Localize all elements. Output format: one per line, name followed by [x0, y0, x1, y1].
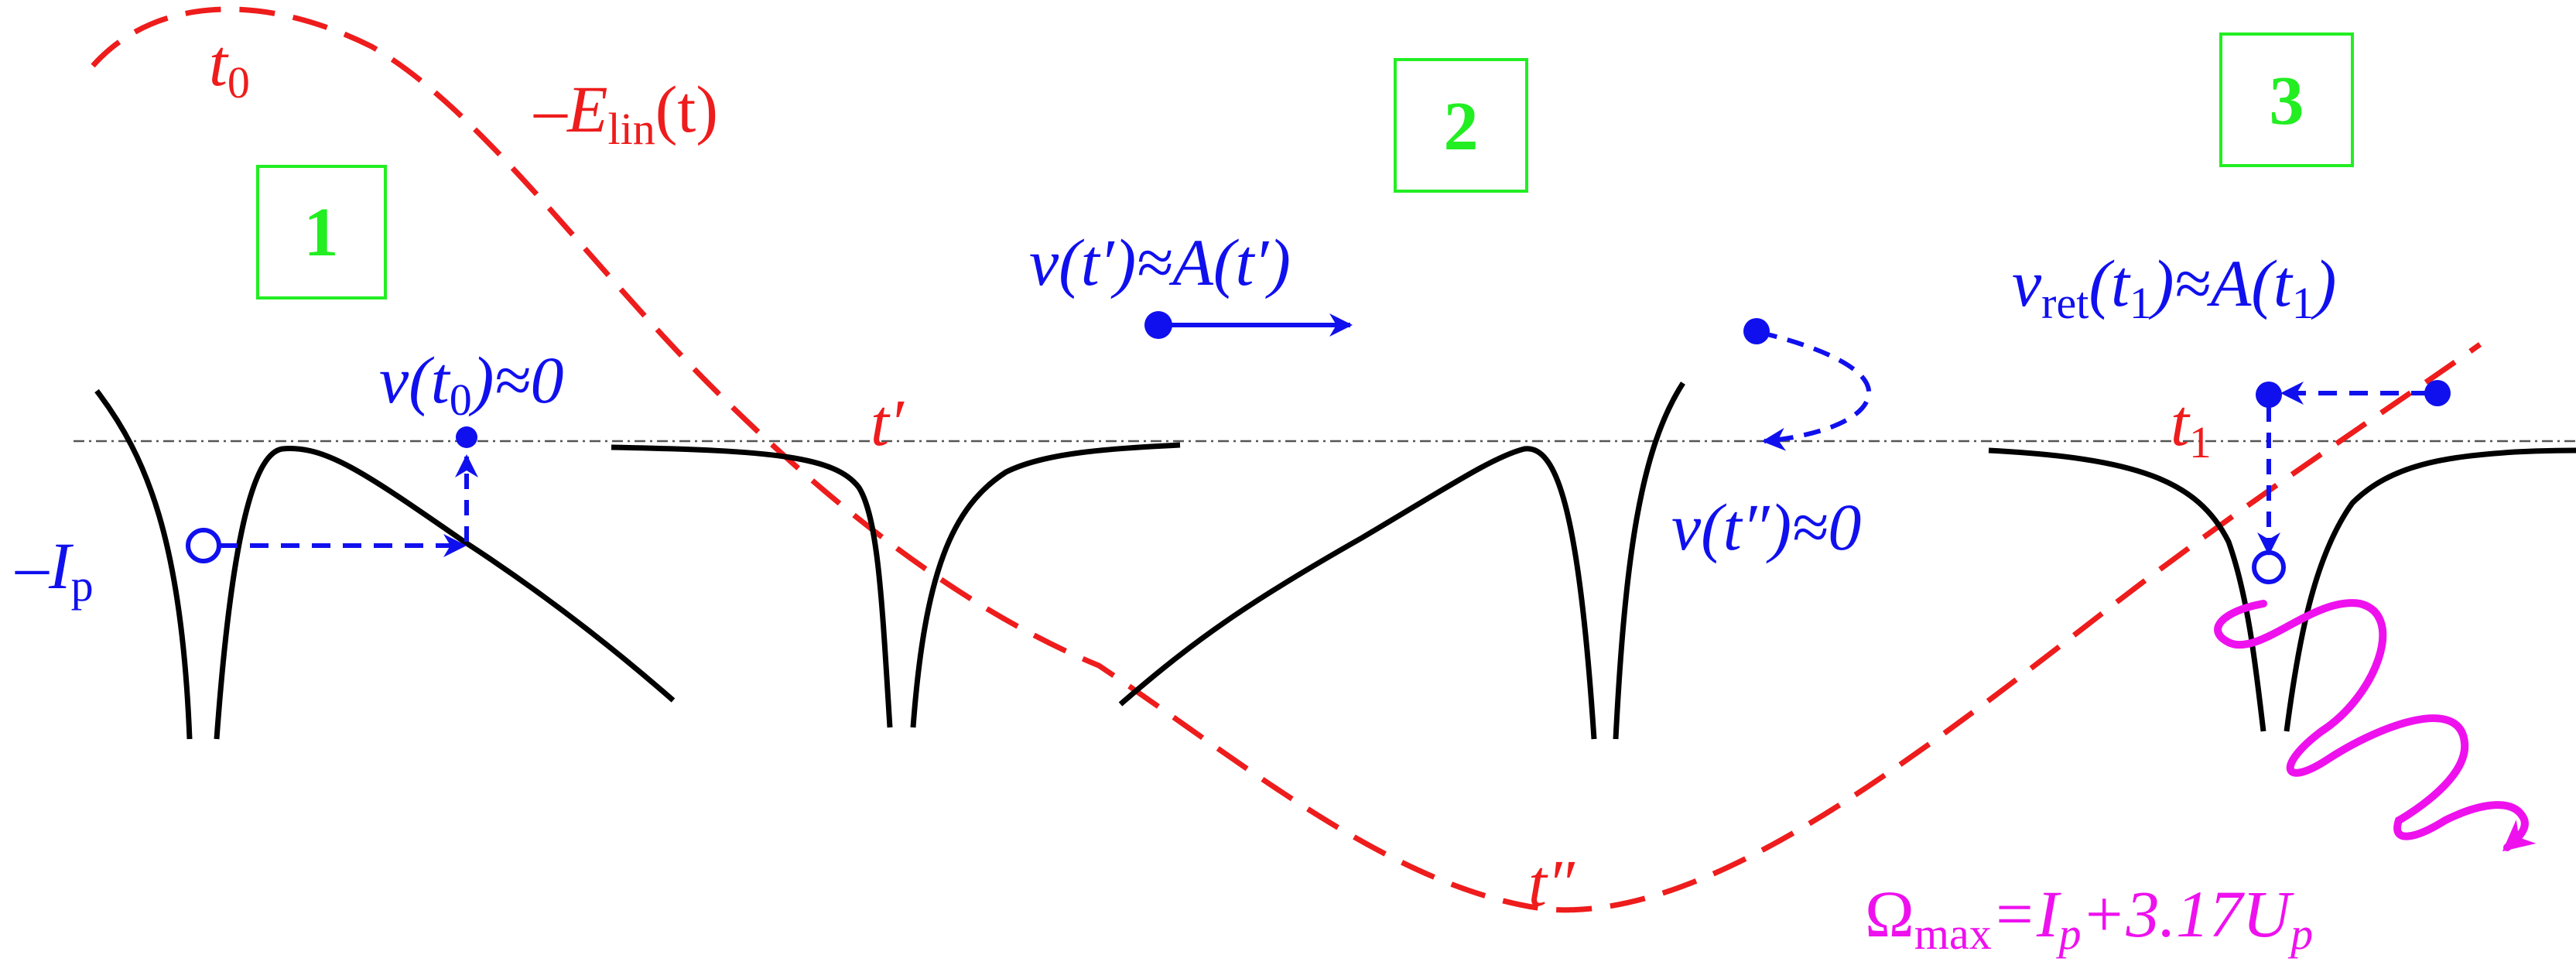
laser-field-curve [91, 6, 2482, 913]
time-label-t-double-prime: t″ [1528, 846, 1575, 920]
returning-electron [2424, 380, 2451, 406]
step-number-3: 3 [2270, 63, 2304, 139]
potential-well-3 [1988, 447, 2576, 732]
bound-electron-hole-3 [2252, 550, 2286, 584]
recollision-electron [2256, 382, 2282, 408]
harmonic-photon-wave [2214, 599, 2537, 852]
bound-electron-hole-1 [186, 528, 221, 563]
velocity-label-return: vret(t1)≈A(t1) [2012, 246, 2336, 328]
step-box-1 [256, 165, 387, 299]
free-electron-1 [456, 426, 477, 448]
step-number-2: 2 [1444, 88, 1479, 165]
potential-well-2b [1118, 382, 1685, 740]
time-label-t0: t0 [209, 26, 250, 108]
potential-well-2 [611, 442, 1181, 728]
velocity-label-t-prime: v(t′)≈A(t′) [1029, 225, 1291, 299]
ionization-potential-label: –Ip [15, 529, 94, 611]
turning-electron [1743, 318, 1770, 344]
turning-arrow [1760, 330, 1872, 451]
step-box-2 [1394, 58, 1528, 193]
cutoff-formula: Ωmax=Ip+3.17Up [1865, 877, 2313, 959]
velocity-label-t0: v(t0)≈0 [379, 343, 564, 425]
time-label-t1: t1 [2171, 385, 2212, 467]
field-label: –Elin(t) [533, 72, 718, 154]
step-number-1: 1 [304, 194, 339, 271]
time-label-t-prime: t′ [871, 385, 905, 460]
potential-well-1 [94, 388, 676, 740]
step-box-3 [2219, 33, 2354, 167]
velocity-label-t-double-prime: v(t″)≈0 [1671, 490, 1861, 564]
